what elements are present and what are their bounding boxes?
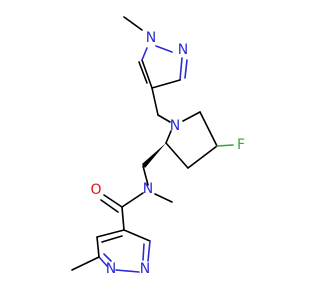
bond-ch2-namide: [142, 165, 149, 186]
atom-n-pyrazole-2: N: [178, 42, 188, 58]
bond-c3p-methyl: [71, 256, 100, 271]
bond-npyr-c5r: [182, 111, 201, 122]
bond-cco-c4p: [121, 206, 125, 231]
bond-n2p-c3p: [98, 256, 108, 267]
bond-c4r-f: [216, 144, 234, 147]
bond-n2p-c3p-double: [103, 253, 112, 262]
bond-ch2-npyr: [157, 114, 171, 123]
molecule-svg: N N N F N O N N: [71, 16, 245, 277]
bond-c3p-c2p: [96, 236, 100, 258]
bond-methyl-n1: [123, 16, 143, 31]
bond-c3-c4: [151, 79, 181, 89]
bond-n2-c3-double: [184, 59, 188, 79]
atom-n-pyrrolidine: N: [170, 118, 180, 134]
atom-f: F: [237, 137, 245, 153]
bond-namide-cco: [121, 192, 144, 208]
bond-cco-o-double: [100, 199, 119, 213]
bond-n1p-n2p: [115, 269, 140, 273]
atom-n-amide: N: [143, 181, 153, 197]
atom-n-pyridazine-2: N: [106, 261, 116, 277]
bond-c2p-c4p-double: [101, 235, 123, 243]
molecule-structure-diagram: N N N F N O N N: [71, 16, 246, 277]
bond-c5p-n1p: [147, 240, 151, 262]
bond-c4r-c3r: [187, 145, 218, 169]
bond-c3r-c2r: [165, 142, 189, 169]
bond-c5p-n1p-double: [142, 243, 145, 261]
bond-c5r-c4r: [199, 111, 218, 147]
bond-namide-methyl: [154, 193, 173, 203]
bond-c5-n1: [141, 47, 148, 61]
bond-n2-c3: [179, 57, 183, 81]
bond-cco-o: [103, 194, 123, 208]
atom-n-pyrazole-1: N: [146, 30, 156, 46]
bond-c4p-c5p: [123, 229, 151, 242]
atom-o-carbonyl: O: [90, 182, 101, 198]
bond-c2r-npyr: [165, 130, 172, 144]
bond-c4-c5-double: [138, 61, 148, 84]
bonds: [71, 16, 234, 273]
atom-labels: N N N F N O N N: [90, 30, 245, 277]
bond-c2r-ch2-wedge: [142, 143, 166, 168]
atom-n-pyridazine-1: N: [140, 261, 150, 277]
bond-n1-n2: [155, 45, 173, 53]
bond-c2p-c4p: [96, 229, 125, 238]
bond-c4-ch2: [151, 87, 159, 116]
bond-c4-c5: [141, 59, 153, 89]
